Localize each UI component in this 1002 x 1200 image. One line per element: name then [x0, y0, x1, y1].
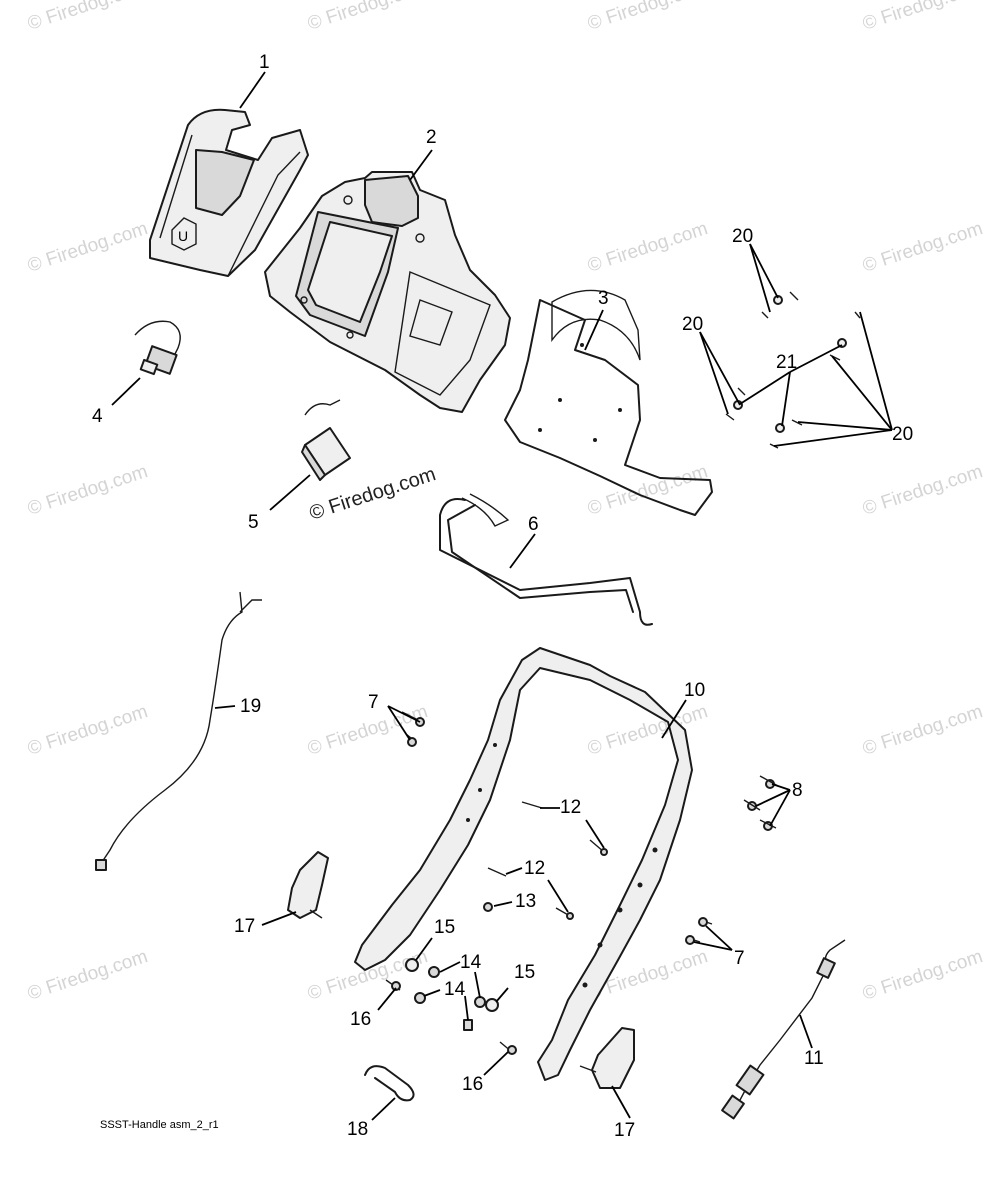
callout-12-lower: 12 — [524, 858, 545, 879]
watermark: © Firedog.com — [585, 218, 710, 277]
part-19-harness — [95, 591, 262, 871]
callout-17-right: 17 — [614, 1120, 635, 1141]
watermark: © Firedog.com — [860, 946, 985, 1005]
watermark: © Firedog.com — [860, 701, 985, 760]
callout-15-right: 15 — [514, 962, 535, 983]
callout-11: 11 — [804, 1048, 824, 1069]
part-4-wire-connector — [134, 320, 181, 376]
part-5-switch — [301, 399, 351, 481]
svg-text:U: U — [178, 228, 188, 244]
watermark: © Firedog.com — [305, 0, 430, 35]
watermark: © Firedog.com — [860, 218, 985, 277]
callout-19: 19 — [240, 696, 261, 717]
part-17-bracket-right — [579, 1027, 635, 1089]
part-1-top-cover: U — [149, 108, 309, 277]
watermark: © Firedog.com — [25, 946, 150, 1005]
callout-6: 6 — [528, 514, 539, 535]
callout-20-left: 20 — [682, 314, 703, 335]
part-2-dash-console — [264, 171, 511, 413]
callout-18: 18 — [347, 1119, 368, 1140]
callout-16-left: 16 — [350, 1009, 371, 1030]
part-14-16-hardware — [385, 958, 517, 1055]
callout-1: 1 — [259, 52, 270, 73]
watermark: © Firedog.com — [860, 0, 985, 35]
callout-7-lower: 7 — [734, 948, 745, 969]
callout-14-lower: 14 — [444, 979, 466, 1000]
watermark: © Firedog.com — [25, 701, 150, 760]
callout-14-upper: 14 — [460, 952, 482, 973]
callout-15-left: 15 — [434, 917, 455, 938]
watermark: © Firedog.com — [25, 0, 150, 35]
leader-lines — [111, 71, 893, 1121]
callout-labels: 1 2 3 4 5 6 7 10 19 8 12 12 13 17 15 7 1… — [92, 52, 913, 1141]
callout-13: 13 — [515, 891, 536, 912]
callout-20-top: 20 — [732, 226, 753, 247]
watermark: © Firedog.com — [585, 461, 710, 520]
watermark: © Firedog.com — [25, 218, 150, 277]
part-7-bolts-lower — [685, 917, 713, 945]
callout-4: 4 — [92, 406, 103, 427]
part-6-bail — [439, 493, 653, 626]
watermark: © Firedog.com — [585, 0, 710, 35]
part-12-13-bolts — [483, 801, 608, 920]
callout-12-upper: 12 — [560, 797, 581, 818]
callout-21: 21 — [776, 352, 797, 373]
callout-3: 3 — [598, 288, 609, 309]
watermark-layer: © Firedog.com © Firedog.com © Firedog.co… — [25, 0, 985, 1005]
part-3-panel — [504, 289, 713, 516]
callout-8: 8 — [792, 780, 803, 801]
part-11-cable — [721, 939, 846, 1120]
watermark: © Firedog.com — [860, 461, 985, 520]
callout-20-right: 20 — [892, 424, 913, 445]
part-10-handle — [354, 647, 693, 1081]
part-17-bracket-left — [287, 851, 329, 919]
callout-5: 5 — [248, 512, 259, 533]
callout-10: 10 — [684, 680, 705, 701]
callout-17-left: 17 — [234, 916, 255, 937]
callout-2: 2 — [426, 127, 437, 148]
callout-16-right: 16 — [462, 1074, 483, 1095]
callout-7-upper: 7 — [368, 692, 379, 713]
watermark: © Firedog.com — [25, 461, 150, 520]
figure-id: SSST-Handle asm_2_r1 — [100, 1119, 219, 1131]
part-18-clip — [364, 1065, 415, 1102]
